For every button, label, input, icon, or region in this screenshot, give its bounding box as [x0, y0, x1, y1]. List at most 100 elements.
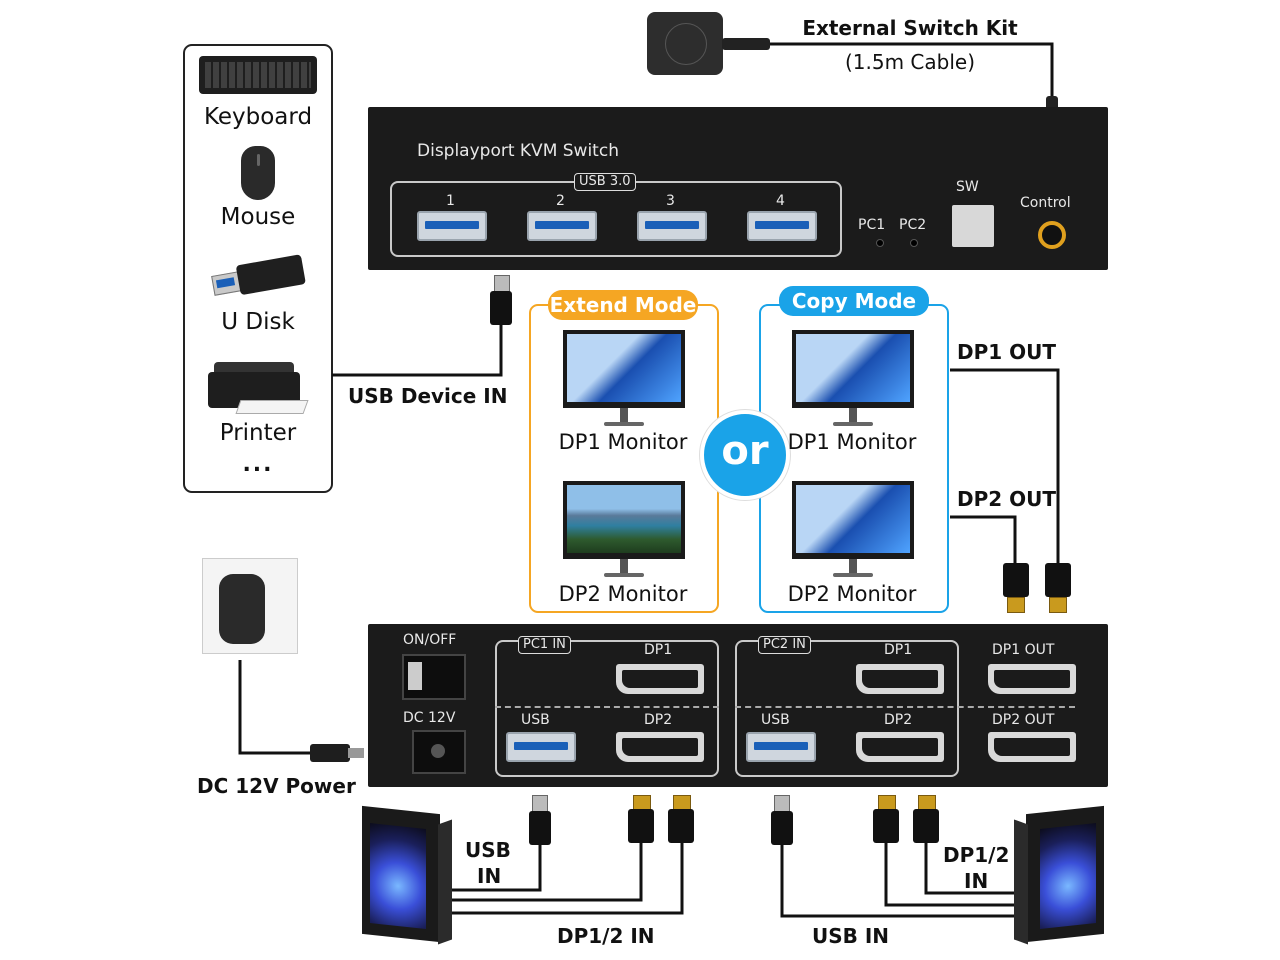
printer-icon — [208, 362, 309, 418]
pc2-dp2-port[interactable] — [856, 732, 944, 762]
mouse-icon — [241, 146, 275, 200]
pc2-dp1-label: DP1 — [884, 642, 913, 658]
dp2-out-port[interactable] — [988, 732, 1076, 762]
right-dp-in-label-line1: DP1/2 — [943, 843, 1010, 867]
usb-port-number-2: 2 — [556, 193, 565, 209]
dp2-out-cable — [950, 515, 1017, 565]
external-switch-cable-head — [722, 38, 770, 50]
left-dp-in-label: DP1/2 IN — [557, 924, 655, 948]
left-pc-tower-icon — [362, 805, 452, 946]
left-dp2-cable — [440, 842, 684, 915]
control-jack[interactable] — [1038, 221, 1066, 249]
left-usb-in-label-line2: IN — [477, 864, 502, 888]
left-usb-cable — [440, 842, 542, 892]
control-label: Control — [1020, 195, 1071, 211]
pc1-dp1-label: DP1 — [644, 642, 673, 658]
usb-port-3[interactable] — [637, 211, 707, 241]
extend-dp2-label: DP2 Monitor — [558, 582, 688, 606]
pc2-divider — [735, 706, 1075, 708]
power-plug-tip — [348, 748, 364, 758]
usb-device-plug — [490, 291, 512, 325]
pc2-led-label: PC2 — [899, 217, 927, 233]
pc2-in-group — [735, 640, 959, 777]
dp1-out-plug-tip — [1049, 597, 1067, 613]
pc1-dp2-port[interactable] — [616, 732, 704, 762]
left-usb-in-label-line1: USB — [465, 838, 511, 862]
left-dp2-plug — [668, 809, 694, 843]
usb-3-label: USB 3.0 — [574, 173, 636, 191]
right-dp1-cable — [884, 842, 1030, 907]
dc-jack[interactable] — [412, 730, 466, 774]
extend-mode-tag: Extend Mode — [548, 290, 698, 320]
dc-12v-label: DC 12V — [403, 710, 456, 726]
dp1-out-port[interactable] — [988, 664, 1076, 694]
dp2-out-plug — [1003, 563, 1029, 597]
usb-port-1[interactable] — [417, 211, 487, 241]
device-label-u-disk: U Disk — [221, 309, 295, 335]
pc2-led — [910, 239, 918, 247]
left-dp1-plug — [628, 809, 654, 843]
back-dp1-out-label: DP1 OUT — [992, 642, 1055, 658]
kvm-switch-front: Displayport KVM Switch USB 3.0 1 2 3 4 P… — [368, 107, 1108, 270]
left-usb-plug — [529, 811, 551, 845]
right-dp2-cable — [924, 842, 1030, 895]
sw-button[interactable] — [952, 205, 994, 247]
device-label-keyboard: Keyboard — [203, 104, 313, 130]
power-switch[interactable] — [402, 654, 466, 700]
right-dp1-plug — [873, 809, 899, 843]
external-kit-title: External Switch Kit — [802, 16, 1018, 40]
power-plug — [310, 744, 350, 762]
power-adapter-icon — [219, 574, 265, 644]
pc1-usb-label: USB — [521, 712, 550, 728]
pc1-led — [876, 239, 884, 247]
pc1-in-group — [495, 640, 719, 777]
usb-port-4[interactable] — [747, 211, 817, 241]
pc2-dp2-label: DP2 — [884, 712, 913, 728]
right-dp-in-label-line2: IN — [964, 869, 989, 893]
dp1-out-label: DP1 OUT — [957, 340, 1057, 364]
sw-label: SW — [956, 179, 979, 195]
pc2-usb-port[interactable] — [746, 732, 816, 762]
control-cable — [770, 42, 1054, 100]
switch-title: Displayport KVM Switch — [417, 141, 619, 161]
right-usb-plug — [771, 811, 793, 845]
power-cable — [238, 660, 312, 755]
pc2-in-label: PC2 IN — [758, 636, 811, 654]
copy-dp2-monitor — [792, 481, 914, 581]
copy-dp1-label: DP1 Monitor — [787, 430, 917, 454]
right-dp2-plug — [913, 809, 939, 843]
device-label-printer: Printer — [219, 420, 297, 446]
left-dp1-cable — [440, 842, 643, 902]
on-off-label: ON/OFF — [403, 632, 457, 648]
pc1-dp2-label: DP2 — [644, 712, 673, 728]
right-usb-cable — [780, 842, 1030, 918]
pc1-dp1-port[interactable] — [616, 664, 704, 694]
dp1-out-cable — [950, 368, 1060, 565]
dp2-out-label: DP2 OUT — [957, 487, 1057, 511]
right-usb-in-label: USB IN — [812, 924, 890, 948]
or-text: or — [721, 428, 769, 474]
pc1-led-label: PC1 — [858, 217, 886, 233]
usb-port-number-4: 4 — [776, 193, 785, 209]
more-devices-ellipsis: ... — [242, 452, 274, 477]
pc2-dp1-port[interactable] — [856, 664, 944, 694]
external-kit-subtitle: (1.5m Cable) — [844, 50, 976, 74]
extend-dp2-monitor — [563, 481, 685, 581]
dp2-out-plug-tip — [1007, 597, 1025, 613]
usb-device-cable — [332, 325, 503, 377]
copy-dp2-label: DP2 Monitor — [787, 582, 917, 606]
copy-mode-tag: Copy Mode — [779, 286, 929, 316]
pc1-usb-port[interactable] — [506, 732, 576, 762]
dc-12v-power-label: DC 12V Power — [197, 774, 356, 798]
usb-port-number-1: 1 — [446, 193, 455, 209]
external-switch-pad — [647, 12, 723, 75]
or-badge: or — [700, 410, 790, 500]
copy-dp1-monitor — [792, 330, 914, 430]
pc1-divider — [495, 706, 719, 708]
usb-port-number-3: 3 — [666, 193, 675, 209]
extend-dp1-label: DP1 Monitor — [558, 430, 688, 454]
back-dp2-out-label: DP2 OUT — [992, 712, 1055, 728]
extend-dp1-monitor — [563, 330, 685, 430]
device-label-mouse: Mouse — [220, 204, 296, 230]
usb-port-2[interactable] — [527, 211, 597, 241]
